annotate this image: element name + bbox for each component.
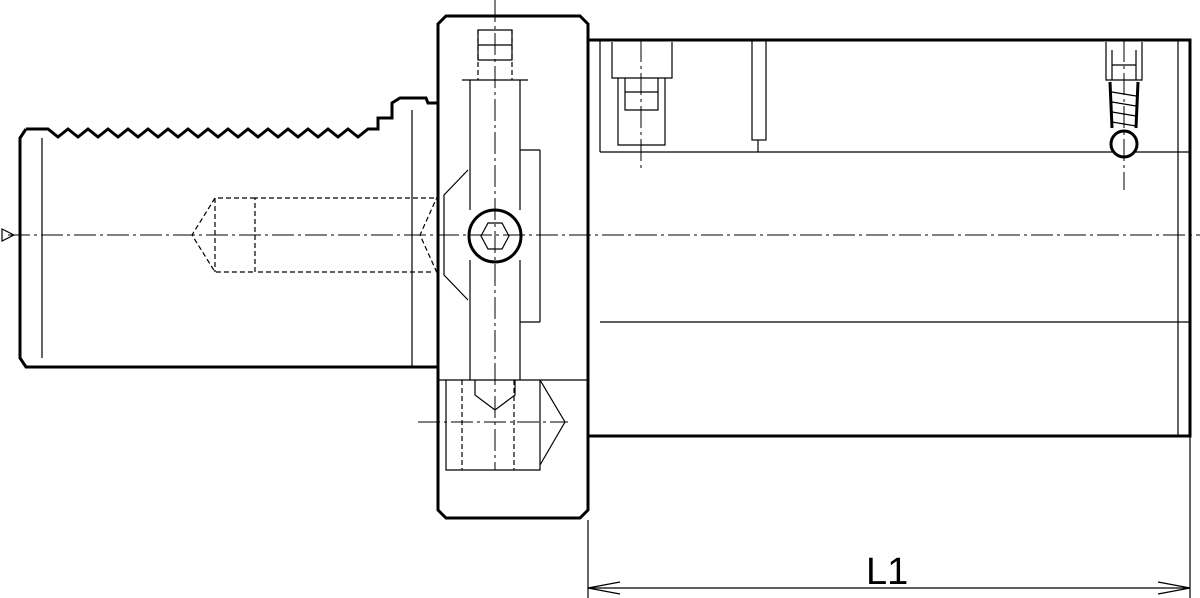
hex-socket-screw	[467, 208, 523, 264]
flange	[436, 14, 590, 520]
set-screw-right	[1105, 40, 1143, 190]
threaded-shank	[18, 96, 438, 369]
main-body	[588, 38, 1192, 438]
flange-vertical-bore	[462, 0, 528, 470]
flange-lower-pin	[418, 379, 568, 471]
dimension-label: L1	[866, 551, 908, 593]
center-marker	[1, 228, 16, 242]
key-slot	[751, 39, 767, 152]
set-screw-left	[611, 40, 673, 170]
dimension-l1: L1	[587, 436, 1191, 598]
